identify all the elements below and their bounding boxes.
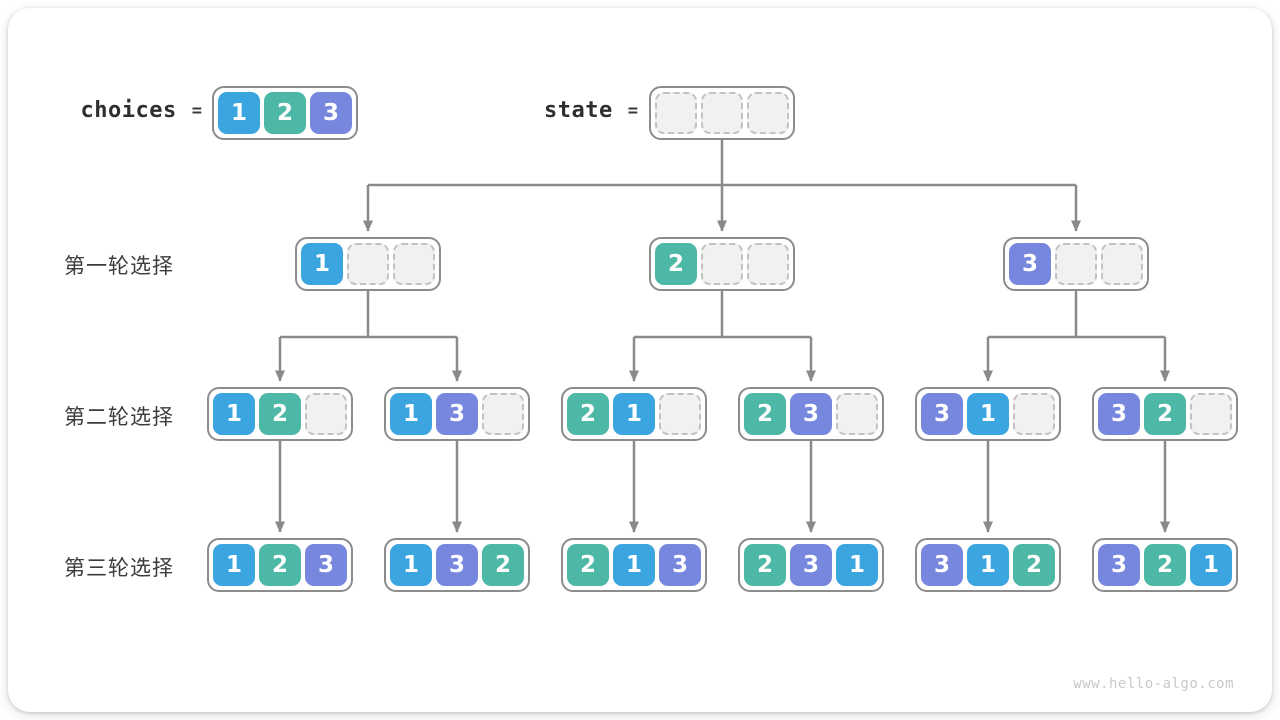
tree-node: 2 — [649, 237, 795, 291]
empty-cell — [659, 393, 701, 435]
empty-cell — [1101, 243, 1143, 285]
value-cell: 2 — [1144, 393, 1186, 435]
watermark: www.hello-algo.com — [1073, 676, 1234, 692]
value-cell: 3 — [436, 544, 478, 586]
value-cell: 3 — [921, 544, 963, 586]
empty-cell — [1013, 393, 1055, 435]
empty-cell — [655, 92, 697, 134]
value-cell: 1 — [967, 393, 1009, 435]
value-cell: 2 — [655, 243, 697, 285]
value-cell: 3 — [659, 544, 701, 586]
value-cell: 1 — [967, 544, 1009, 586]
value-cell: 3 — [790, 393, 832, 435]
empty-cell — [701, 243, 743, 285]
value-cell: 2 — [1144, 544, 1186, 586]
tree-node: 1 — [295, 237, 441, 291]
state-legend: state = — [544, 98, 638, 123]
row-label-round-1: 第一轮选择 — [64, 255, 174, 278]
value-cell: 2 — [567, 544, 609, 586]
value-cell: 2 — [567, 393, 609, 435]
value-cell: 2 — [264, 92, 306, 134]
value-cell: 2 — [744, 544, 786, 586]
choices-label: choices — [80, 98, 177, 123]
value-cell: 1 — [213, 393, 255, 435]
empty-cell — [305, 393, 347, 435]
empty-cell — [1190, 393, 1232, 435]
value-cell: 2 — [259, 393, 301, 435]
empty-cell — [347, 243, 389, 285]
value-cell: 3 — [1098, 544, 1140, 586]
choices-equals-sign: = — [191, 100, 202, 121]
value-cell: 3 — [436, 393, 478, 435]
value-cell: 3 — [1098, 393, 1140, 435]
empty-cell — [482, 393, 524, 435]
empty-cell — [747, 243, 789, 285]
value-cell: 3 — [790, 544, 832, 586]
state-equals-sign: = — [627, 100, 638, 121]
value-cell: 1 — [390, 393, 432, 435]
value-cell: 1 — [218, 92, 260, 134]
row-label-round-3: 第三轮选择 — [64, 557, 174, 580]
value-cell: 1 — [1190, 544, 1232, 586]
empty-cell — [701, 92, 743, 134]
empty-cell — [747, 92, 789, 134]
value-cell: 3 — [305, 544, 347, 586]
empty-cell — [836, 393, 878, 435]
value-cell: 3 — [1009, 243, 1051, 285]
state-label: state — [544, 98, 613, 123]
state-array — [649, 86, 795, 140]
value-cell: 2 — [482, 544, 524, 586]
value-cell: 1 — [836, 544, 878, 586]
empty-cell — [1055, 243, 1097, 285]
value-cell: 2 — [744, 393, 786, 435]
value-cell: 1 — [213, 544, 255, 586]
value-cell: 2 — [1013, 544, 1055, 586]
row-label-round-2: 第二轮选择 — [64, 406, 174, 429]
value-cell: 3 — [921, 393, 963, 435]
value-cell: 1 — [301, 243, 343, 285]
empty-cell — [393, 243, 435, 285]
choices-legend: choices = — [81, 98, 202, 123]
value-cell: 1 — [613, 544, 655, 586]
value-cell: 2 — [259, 544, 301, 586]
value-cell: 1 — [390, 544, 432, 586]
value-cell: 3 — [310, 92, 352, 134]
value-cell: 1 — [613, 393, 655, 435]
tree-node: 3 — [1003, 237, 1149, 291]
